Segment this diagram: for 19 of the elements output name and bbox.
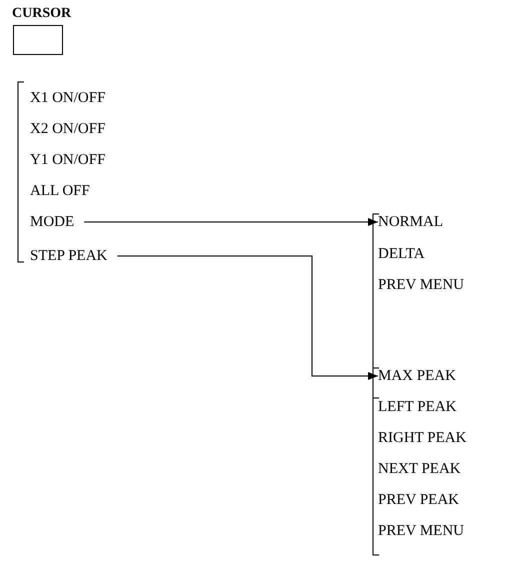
menu-item: LEFT PEAK <box>378 398 456 416</box>
menu-item: STEP PEAK <box>30 247 108 265</box>
arrow <box>84 218 378 226</box>
menu-item: MAX PEAK <box>378 367 456 385</box>
menu-item: PREV PEAK <box>378 491 459 509</box>
menu-item: PREV MENU <box>378 276 464 294</box>
menu-item: X2 ON/OFF <box>30 120 106 138</box>
cursor-key <box>12 6 72 55</box>
menu-item: Y1 ON/OFF <box>30 151 106 169</box>
key-label: CURSOR <box>12 6 72 22</box>
menu-item: MODE <box>30 213 74 231</box>
menu-item: NEXT PEAK <box>378 460 461 478</box>
menu-item: NORMAL <box>378 213 444 231</box>
menu-item: ALL OFF <box>30 182 90 200</box>
menu-item: PREV MENU <box>378 522 464 540</box>
arrow <box>116 256 378 380</box>
menu-item: X1 ON/OFF <box>30 89 106 107</box>
menu-item: RIGHT PEAK <box>378 429 466 447</box>
menu-item: DELTA <box>378 245 425 263</box>
